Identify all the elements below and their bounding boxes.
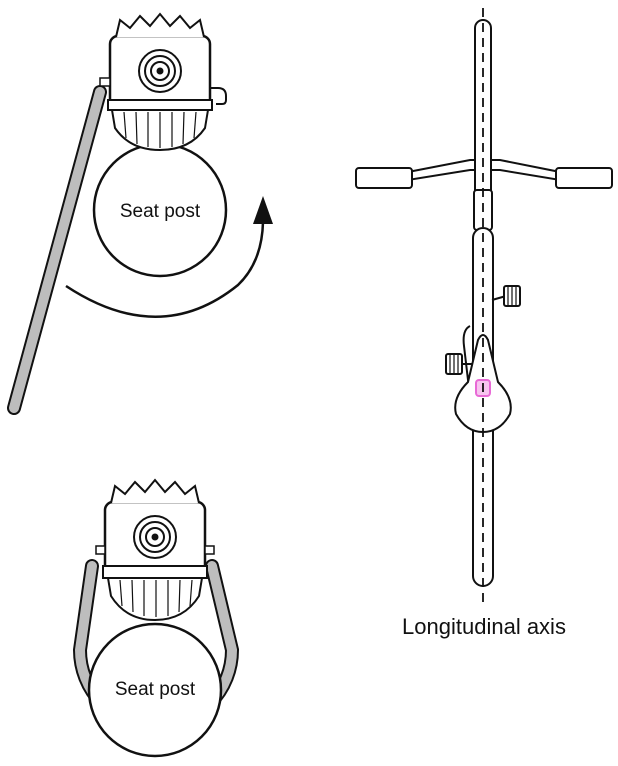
longitudinal-axis-label: Longitudinal axis	[402, 614, 566, 639]
strap-hook	[210, 87, 227, 105]
right-grip	[555, 167, 613, 189]
power-button-icon	[133, 515, 177, 559]
seat-post-label: Seat post	[120, 201, 201, 222]
rotation-arrow-icon	[65, 196, 273, 318]
seat-post-label: Seat post	[115, 679, 196, 700]
right-pedal	[491, 285, 521, 307]
mounted-step-figure: Seat post	[72, 478, 240, 758]
left-pedal	[445, 353, 474, 375]
bike-light-unit	[95, 478, 215, 622]
left-grip	[355, 167, 413, 189]
seat-post-circle	[87, 622, 223, 758]
power-button-icon	[138, 49, 182, 93]
bicycle-top-view	[355, 8, 613, 606]
rotation-step-figure: Seat post	[7, 12, 273, 415]
bike-light-unit	[99, 12, 227, 152]
mount-strap-straight	[7, 85, 107, 415]
